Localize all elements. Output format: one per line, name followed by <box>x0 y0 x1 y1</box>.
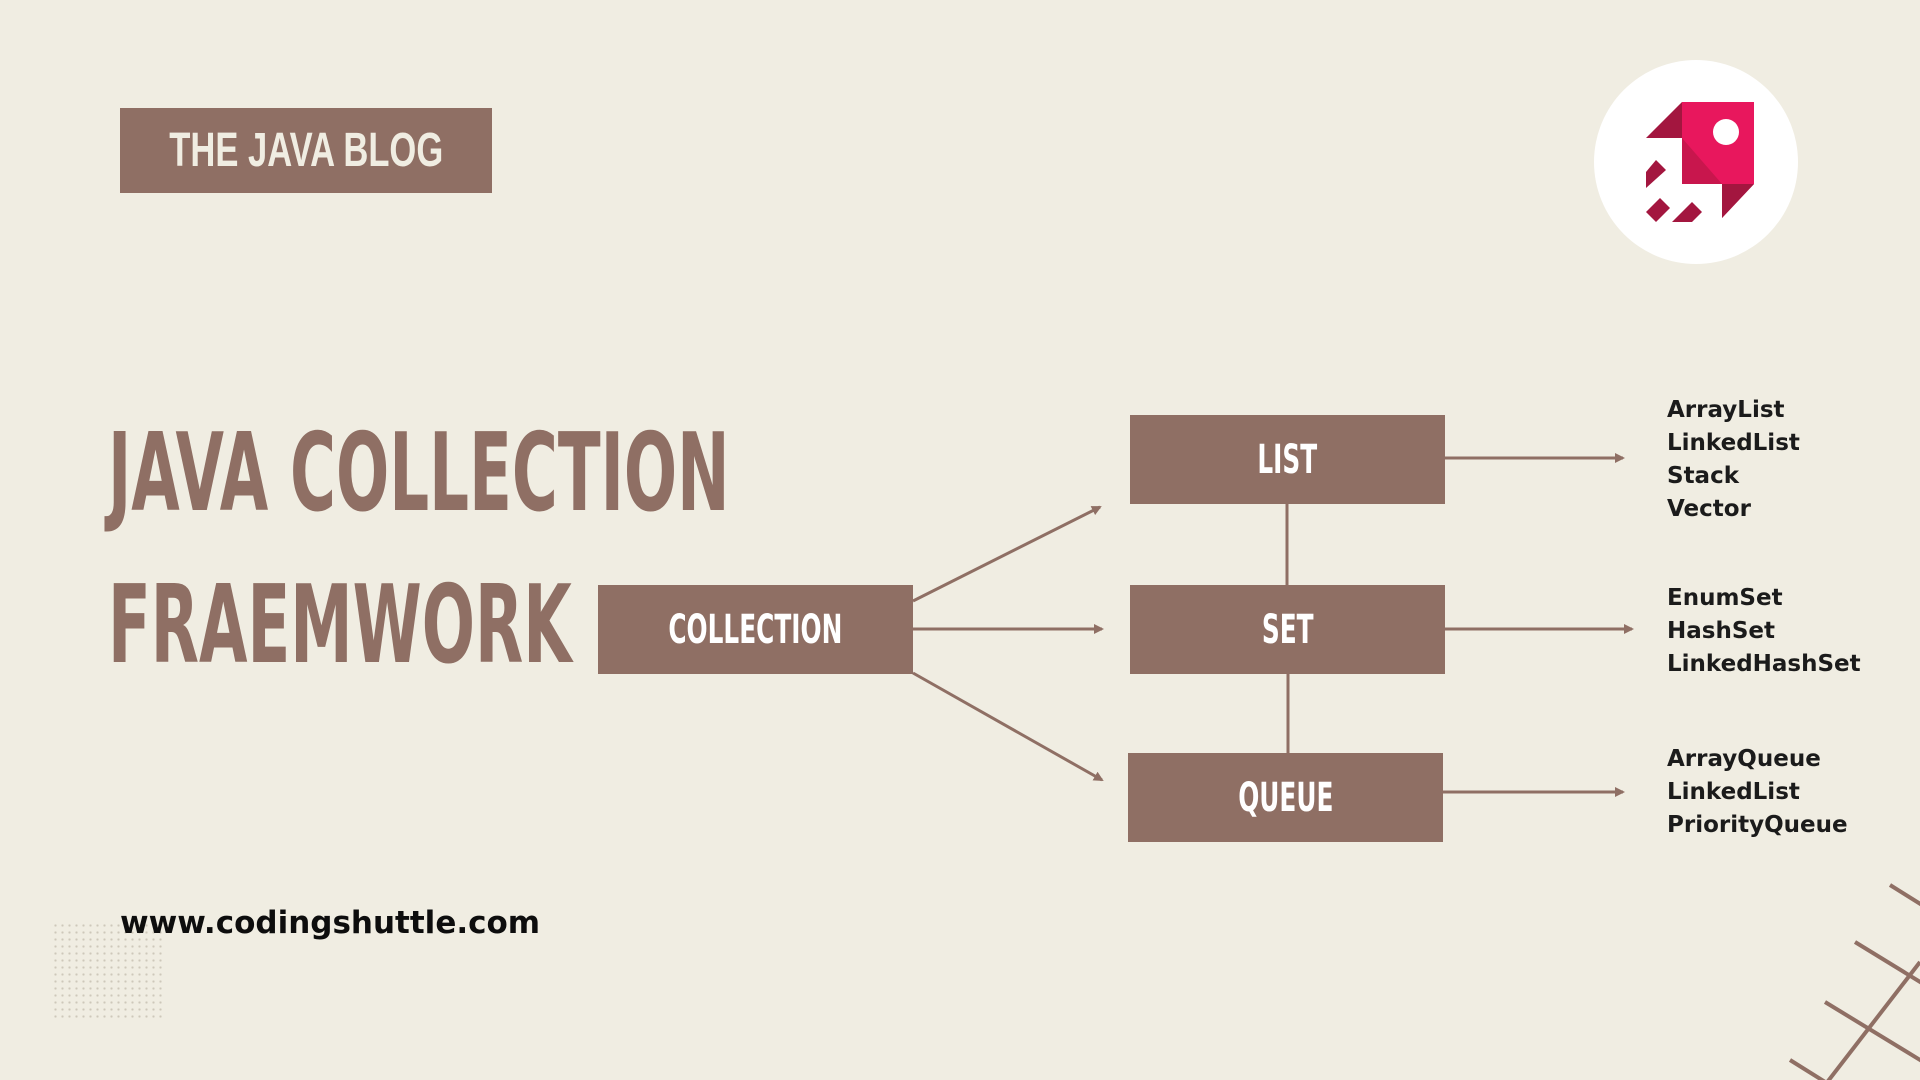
list-item: ArrayQueue <box>1667 746 1821 772</box>
set-box: SET <box>1130 585 1445 674</box>
set-label: SET <box>1261 606 1314 653</box>
list-implementations: ArrayList LinkedList Stack Vector <box>1667 394 1800 526</box>
corner-lines-decoration <box>1788 883 1920 1080</box>
page-title-line-2: FRAEMWORK <box>108 563 572 688</box>
list-item: Stack <box>1667 463 1740 489</box>
queue-label: QUEUE <box>1237 774 1334 821</box>
list-item: ArrayList <box>1667 397 1785 423</box>
list-item: LinkedList <box>1667 779 1800 805</box>
list-item: Vector <box>1667 496 1751 522</box>
dot-pattern-decoration <box>52 922 162 1022</box>
rocket-icon <box>1646 102 1754 222</box>
list-item: PriorityQueue <box>1667 812 1848 838</box>
arrow-collection-to-queue <box>912 671 1104 782</box>
list-item: HashSet <box>1667 618 1775 644</box>
logo <box>1594 60 1798 264</box>
list-item: LinkedList <box>1667 430 1800 456</box>
collection-box: COLLECTION <box>598 585 913 674</box>
list-label: LIST <box>1257 436 1318 483</box>
list-item: LinkedHashSet <box>1667 651 1861 677</box>
queue-box: QUEUE <box>1128 753 1443 842</box>
set-implementations: EnumSet HashSet LinkedHashSet <box>1667 582 1861 681</box>
queue-implementations: ArrayQueue LinkedList PriorityQueue <box>1667 743 1848 842</box>
arrow-collection-to-list <box>912 505 1102 603</box>
collection-label: COLLECTION <box>668 606 843 653</box>
page-title-line-1: JAVA COLLECTION <box>108 411 730 536</box>
website-link[interactable]: www.codingshuttle.com <box>120 905 541 941</box>
list-item: EnumSet <box>1667 585 1783 611</box>
blog-tag: THE JAVA BLOG <box>120 108 492 193</box>
blog-tag-label: THE JAVA BLOG <box>169 124 443 177</box>
list-box: LIST <box>1130 415 1445 504</box>
